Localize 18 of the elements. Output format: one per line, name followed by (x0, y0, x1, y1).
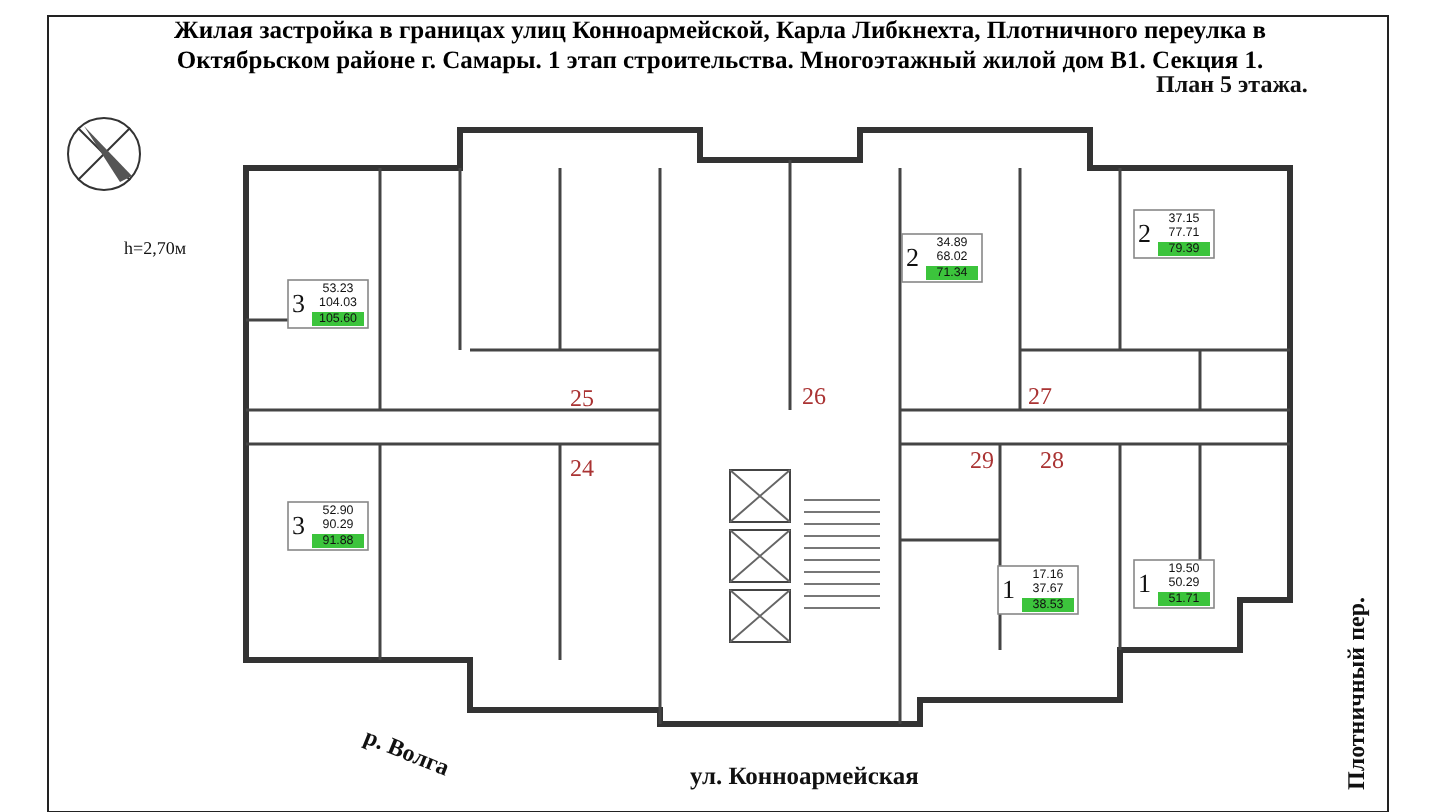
street-label: ул. Конноармейская (690, 764, 919, 789)
apartment-number: 29 (970, 448, 994, 472)
apartment-number: 24 (570, 456, 594, 480)
apartment-number: 28 (1040, 448, 1064, 472)
room-count: 2 (906, 244, 919, 270)
floor-plan-heading: План 5 этажа. (1156, 72, 1308, 96)
plan-title: Жилая застройка в границах улиц Конноармейской, Карла Либкнехта, Плотничного переулка в Октябрьском районе г. Самары. 1 этап строительства. Многоэтажный жилой дом В1. Секция 1. (171, 16, 1268, 76)
room-count: 3 (292, 290, 305, 316)
apartment-number: 27 (1028, 384, 1052, 408)
river-label: р. Волга (361, 724, 453, 780)
room-count: 1 (1002, 576, 1015, 602)
apartment-number: 26 (802, 384, 826, 408)
room-count: 3 (292, 512, 305, 538)
room-count: 2 (1138, 220, 1151, 246)
ceiling-height-note: h=2,70м (124, 240, 187, 258)
room-count: 1 (1138, 570, 1151, 596)
apartment-number: 25 (570, 386, 594, 410)
street-label: Плотничный пер. (1344, 596, 1368, 790)
